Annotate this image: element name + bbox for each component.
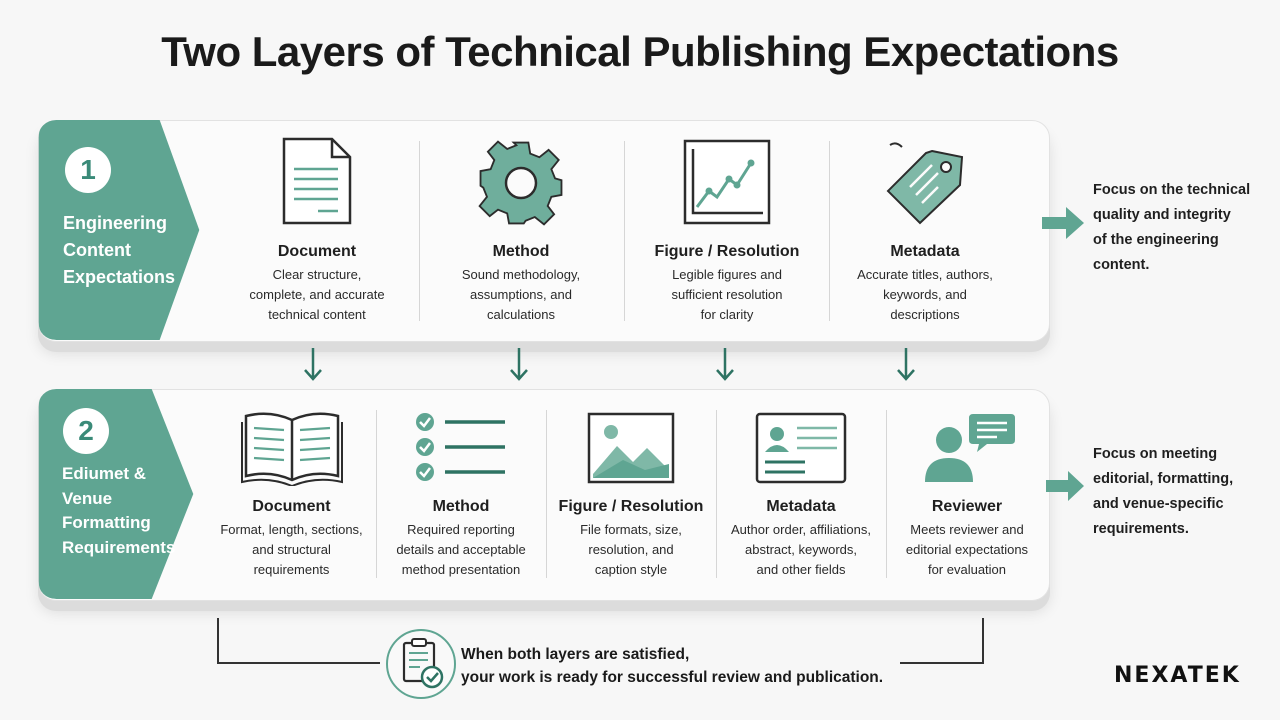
divider — [546, 410, 547, 578]
layer-2-label: Ediumet & Venue Formatting Requirements — [62, 464, 176, 557]
col-desc: Clear structure, complete, and accurate … — [249, 267, 385, 322]
divider — [886, 410, 887, 578]
page-title: Two Layers of Technical Publishing Expec… — [161, 28, 1119, 75]
col-desc: Sound methodology, assumptions, and calc… — [461, 267, 581, 322]
layer-1-col-method: Method Sound methodology, assumptions, a… — [421, 121, 621, 341]
down-arrow-icon — [304, 348, 322, 381]
col-title: Document — [277, 243, 357, 260]
layer-1-col-figure: Figure / Resolution Legible figures and … — [625, 121, 829, 341]
col-desc: Accurate titles, authors, keywords, and … — [857, 267, 993, 322]
layer-1-label: Engineering Content Expectations — [63, 213, 176, 287]
col-title: Document — [252, 498, 331, 515]
checklist-icon — [416, 413, 505, 481]
open-book-icon — [240, 412, 343, 486]
col-title: Metadata — [766, 498, 836, 515]
bracket-gap — [380, 650, 900, 670]
layer-1-col-metadata: Metadata Accurate titles, authors, keywo… — [829, 121, 1021, 341]
col-title: Figure / Resolution — [558, 498, 704, 515]
layer-1-side-text: Focus on the technical quality and integ… — [1093, 182, 1251, 273]
line-chart-icon — [683, 139, 771, 225]
final-statement: When both layers are satisfied, your wor… — [461, 646, 884, 686]
col-desc: File formats, size, resolution, and capt… — [580, 522, 682, 577]
col-title: Reviewer — [931, 498, 1003, 515]
layer-2-col-method: Method Required reporting details and ac… — [377, 390, 545, 600]
col-desc: Format, length, sections, and structural… — [220, 522, 363, 577]
layer-2-col-document: Document Format, length, sections, and s… — [209, 390, 374, 600]
layer-2-side-arrow — [1046, 471, 1084, 501]
col-desc: Required reporting details and acceptabl… — [396, 522, 526, 577]
col-desc: Legible figures and sufficient resolutio… — [671, 267, 783, 322]
col-desc: Author order, affiliations, abstract, ke… — [731, 522, 871, 577]
col-title: Method — [492, 243, 550, 260]
brand-logo: NEXATEK — [1114, 663, 1241, 688]
divider — [716, 410, 717, 578]
reviewer-icon — [925, 414, 1015, 482]
layer-2-col-metadata: Metadata Author order, affiliations, abs… — [717, 390, 885, 600]
tag-icon — [886, 142, 964, 225]
down-arrow-icon — [510, 348, 528, 381]
down-arrow-icon — [716, 348, 734, 381]
col-desc: Meets reviewer and editorial expectation… — [905, 522, 1029, 577]
layer-2-col-figure: Figure / Resolution File formats, size, … — [547, 390, 715, 600]
document-icon — [282, 137, 352, 225]
clipboard-check-icon — [386, 629, 456, 699]
image-icon — [587, 412, 675, 484]
layer-2-side-text: Focus on meeting editorial, formatting, … — [1093, 446, 1234, 537]
id-card-icon — [755, 412, 847, 484]
col-title: Method — [432, 498, 490, 515]
layer-1-col-document: Document Clear structure, complete, and … — [217, 121, 417, 341]
layer-2-number: 2 — [63, 408, 109, 454]
col-title: Figure / Resolution — [654, 243, 800, 260]
divider — [829, 141, 830, 321]
divider — [376, 410, 377, 578]
down-arrow-icon — [897, 348, 915, 381]
divider — [419, 141, 420, 321]
col-title: Metadata — [890, 243, 960, 260]
divider — [624, 141, 625, 321]
layer-1-number: 1 — [65, 147, 111, 193]
layer-2-panel: 2 Ediumet & Venue Formatting Requirement… — [38, 389, 1050, 601]
gear-icon — [478, 140, 563, 226]
layer-1-panel: 1 Engineering Content Expectations Docum… — [38, 120, 1050, 342]
layer-2-col-reviewer: Reviewer Meets reviewer and editorial ex… — [887, 390, 1047, 600]
layer-1-side-arrow — [1042, 207, 1084, 239]
